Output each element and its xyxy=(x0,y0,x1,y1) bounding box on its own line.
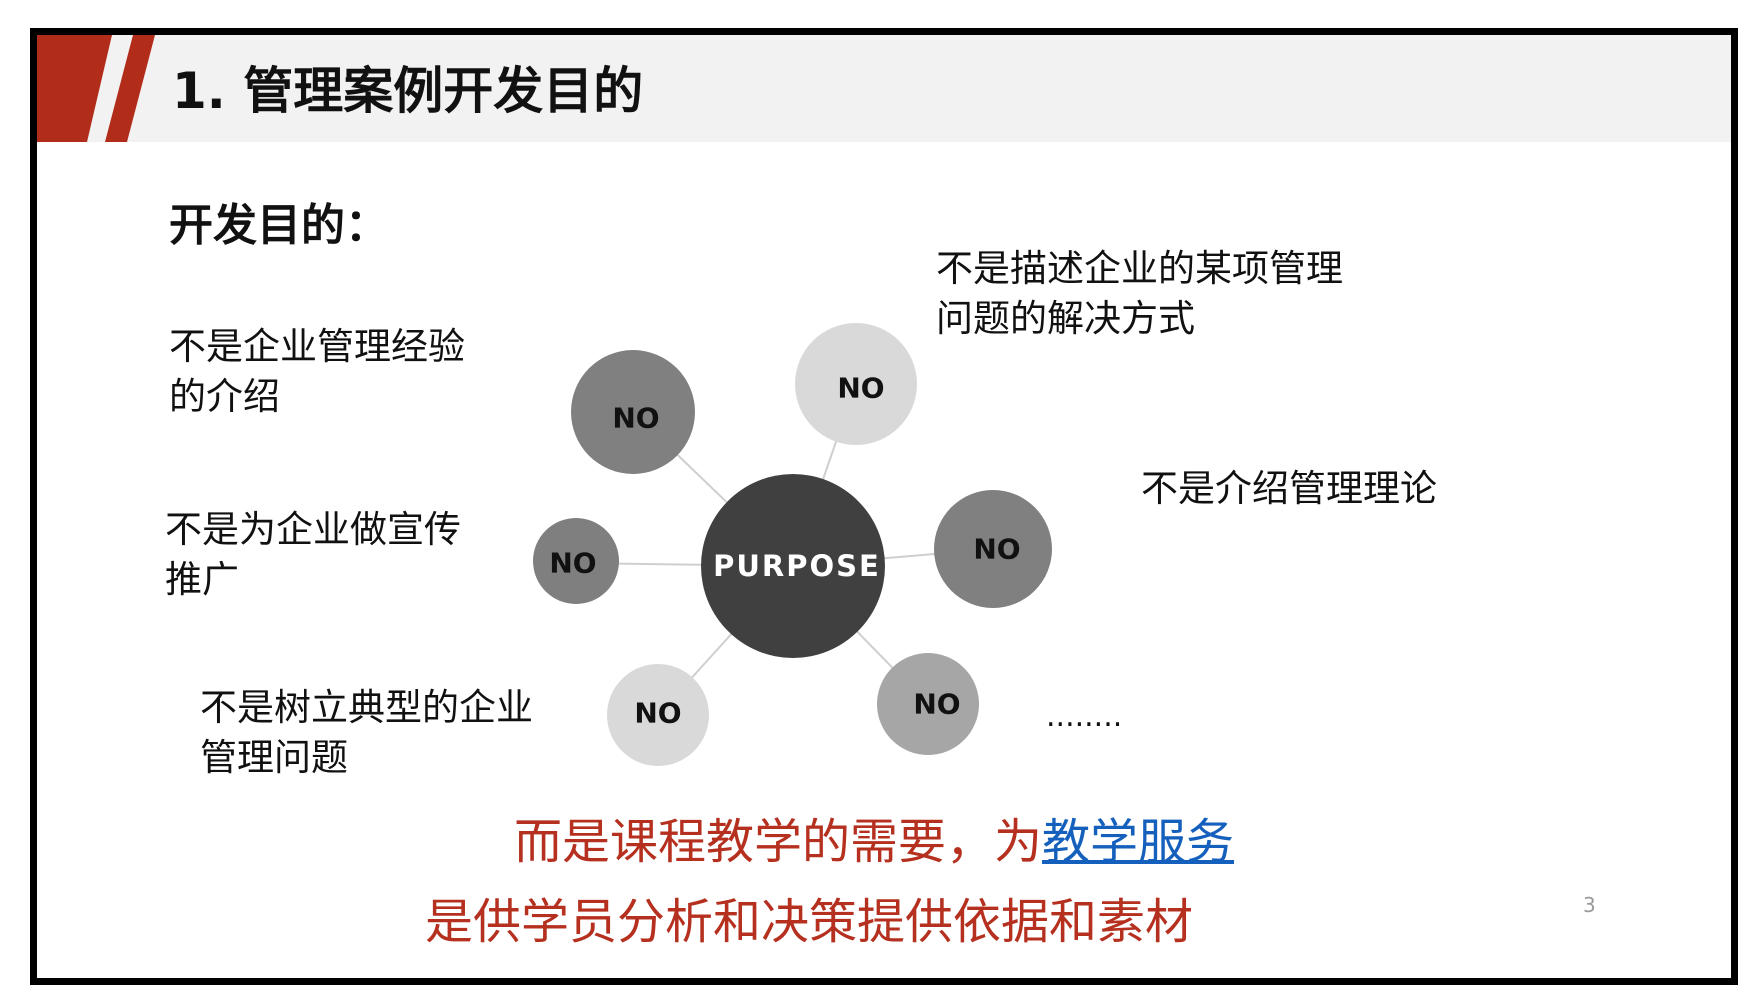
conclusion-line-2: 是供学员分析和决策提供依据和素材 xyxy=(425,894,1194,950)
node-1: NO xyxy=(571,350,695,474)
statement-4: 不是描述企业的某项管理问题的解决方式 xyxy=(936,247,1343,340)
node-label: NO xyxy=(837,372,884,405)
slide-title: 1. 管理案例开发目的 xyxy=(172,62,644,120)
statement-2: 不是为企业做宣传推广 xyxy=(165,508,461,601)
node-label: NO xyxy=(634,697,681,730)
node-label: NO xyxy=(913,688,960,721)
node-2: NO xyxy=(795,323,917,445)
node-3: NO xyxy=(934,490,1052,608)
conclusion-line-1: 而是课程教学的需要，为教学服务 xyxy=(514,814,1235,870)
statement-3: 不是树立典型的企业管理问题 xyxy=(200,686,533,779)
header-accent-stripes xyxy=(37,35,155,142)
slide: 1. 管理案例开发目的 开发目的： xyxy=(30,28,1738,985)
teaching-service-link[interactable]: 教学服务 xyxy=(1042,814,1235,870)
node-4: NO xyxy=(533,518,619,604)
center-label: PURPOSE xyxy=(713,549,881,583)
statement-5: 不是介绍管理理论 xyxy=(1141,467,1437,510)
node-label: NO xyxy=(612,402,659,435)
node-label: NO xyxy=(549,547,596,580)
center-node: PURPOSE xyxy=(701,474,885,658)
node-6: NO xyxy=(877,653,979,755)
node-5: NO xyxy=(607,664,709,766)
node-label: NO xyxy=(973,533,1020,566)
header-band: 1. 管理案例开发目的 xyxy=(37,35,1731,142)
section-heading: 开发目的： xyxy=(169,200,389,251)
statement-ellipsis: ........ xyxy=(1046,699,1123,734)
statement-1: 不是企业管理经验的介绍 xyxy=(169,325,465,418)
page-number: 3 xyxy=(1583,893,1596,917)
